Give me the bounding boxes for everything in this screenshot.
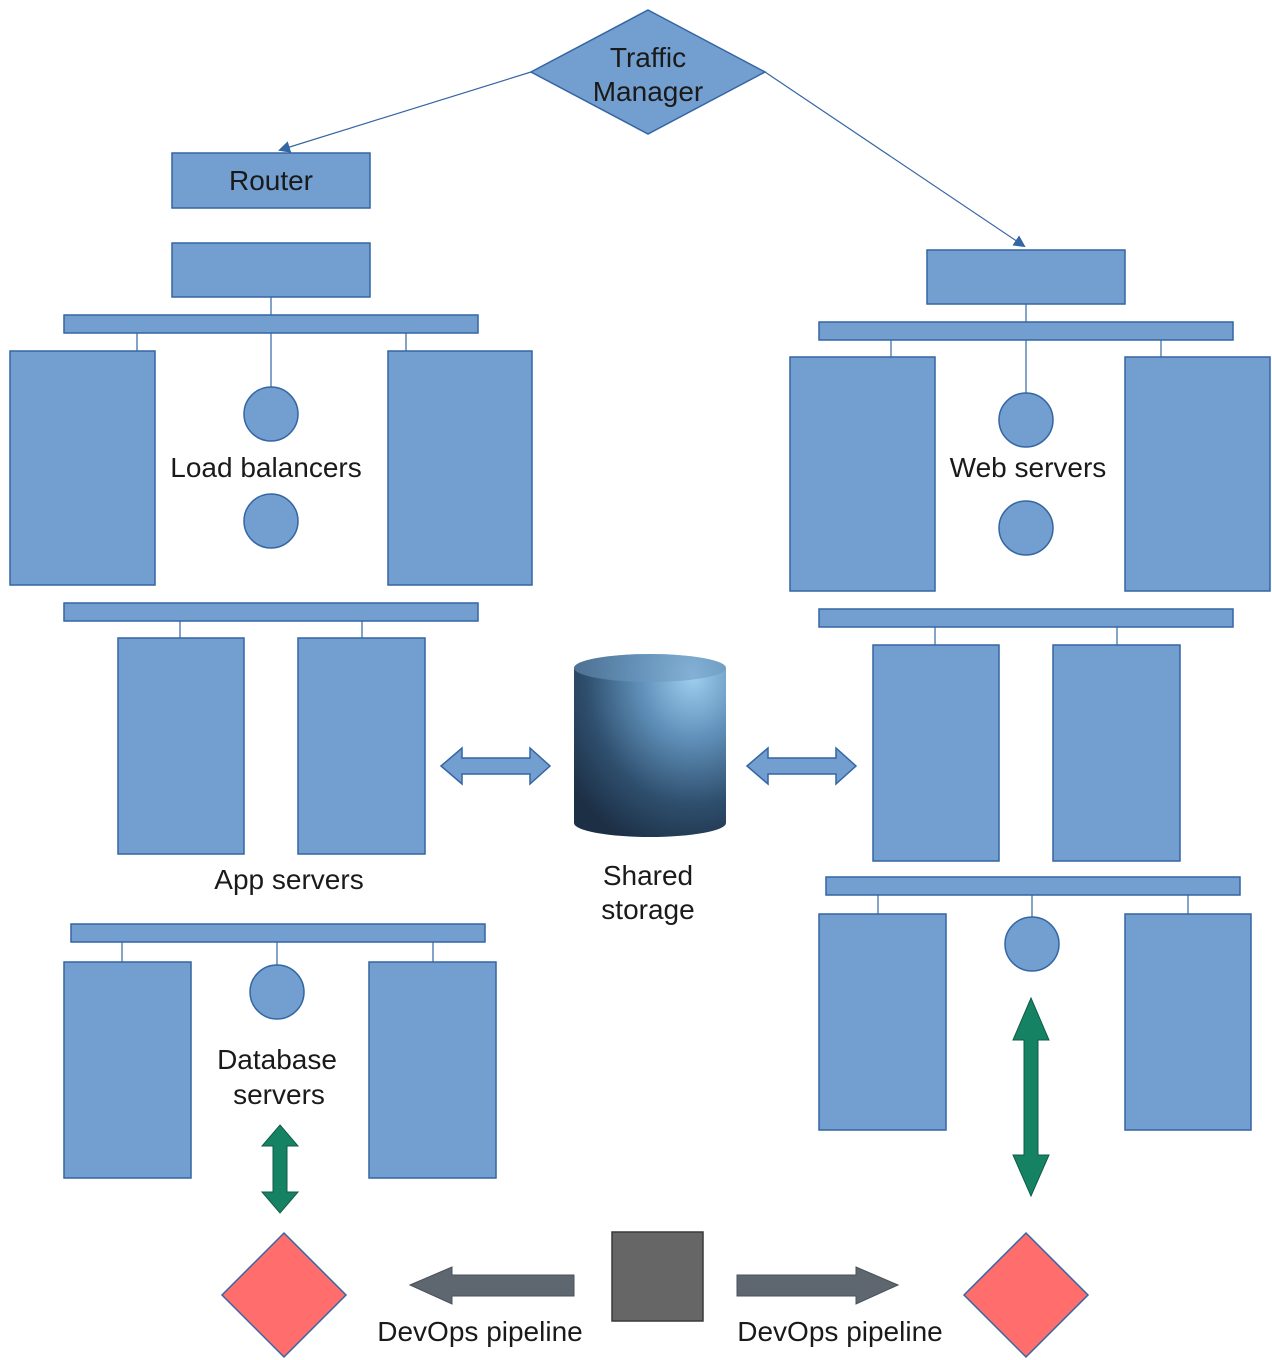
shared-storage-label-line2: storage <box>601 894 694 925</box>
double-arrow-storage-web <box>745 746 858 786</box>
database-server-right[interactable] <box>368 961 497 1179</box>
load-balancer-node-top[interactable] <box>243 386 299 442</box>
router-label: Router <box>229 165 313 196</box>
traffic-manager-label-line1: Traffic <box>610 42 686 73</box>
database-servers-label-line1: Database <box>217 1044 337 1075</box>
app-server-bus-bar <box>63 602 479 622</box>
web-server-top-box[interactable] <box>926 249 1126 305</box>
green-arrow-database <box>260 1124 300 1214</box>
cylinder-icon[interactable] <box>574 654 726 837</box>
load-balancer-bus-bar <box>63 314 479 334</box>
devops-pipeline-left-label: DevOps pipeline <box>377 1316 582 1347</box>
database-bus-bar <box>70 923 486 943</box>
green-arrow-web <box>1012 996 1050 1198</box>
shared-storage-label-line1: Shared <box>603 860 693 891</box>
load-balancers-label: Load balancers <box>170 452 361 483</box>
web-server-right[interactable] <box>1124 356 1271 592</box>
diamond-icon[interactable] <box>220 1231 348 1359</box>
web-server-left[interactable] <box>789 356 936 592</box>
load-balancer-node-bottom[interactable] <box>243 493 299 549</box>
traffic-manager-diamond[interactable] <box>529 9 767 135</box>
double-arrow-app-storage <box>439 746 552 786</box>
traffic-manager-label-line2: Manager <box>593 76 704 107</box>
router-box[interactable] <box>171 152 371 209</box>
app-server-left[interactable] <box>117 637 245 855</box>
web-servers-label: Web servers <box>950 452 1107 483</box>
database-servers-label-line2: servers <box>233 1079 325 1110</box>
load-balancer-top-box[interactable] <box>171 242 371 298</box>
web-tier2-bus-bar <box>818 608 1234 628</box>
web-tier2-server-right[interactable] <box>1052 644 1181 862</box>
database-server-left[interactable] <box>63 961 192 1179</box>
traffic-to-router-arrow <box>278 71 532 153</box>
web-tier3-server-left[interactable] <box>818 913 947 1131</box>
web-tier3-bus-bar <box>825 876 1241 896</box>
web-server-node-top[interactable] <box>998 392 1054 448</box>
web-server-bus-bar <box>818 321 1234 341</box>
load-balancer-server-right[interactable] <box>387 350 533 586</box>
web-tier3-server-right[interactable] <box>1124 913 1252 1131</box>
web-server-node-bottom[interactable] <box>998 500 1054 556</box>
database-node[interactable] <box>249 964 305 1020</box>
web-tier2-server-left[interactable] <box>872 644 1000 862</box>
app-servers-label: App servers <box>214 864 363 895</box>
pipeline-arrow-left <box>408 1266 575 1305</box>
devops-pipeline-right-label: DevOps pipeline <box>737 1316 942 1347</box>
traffic-to-web-arrow <box>764 71 1026 248</box>
web-tier3-node[interactable] <box>1004 916 1060 972</box>
load-balancer-server-left[interactable] <box>9 350 156 586</box>
app-server-right[interactable] <box>297 637 426 855</box>
square-icon[interactable] <box>611 1231 704 1322</box>
diamond-icon[interactable] <box>962 1231 1090 1359</box>
pipeline-arrow-right <box>736 1266 900 1305</box>
